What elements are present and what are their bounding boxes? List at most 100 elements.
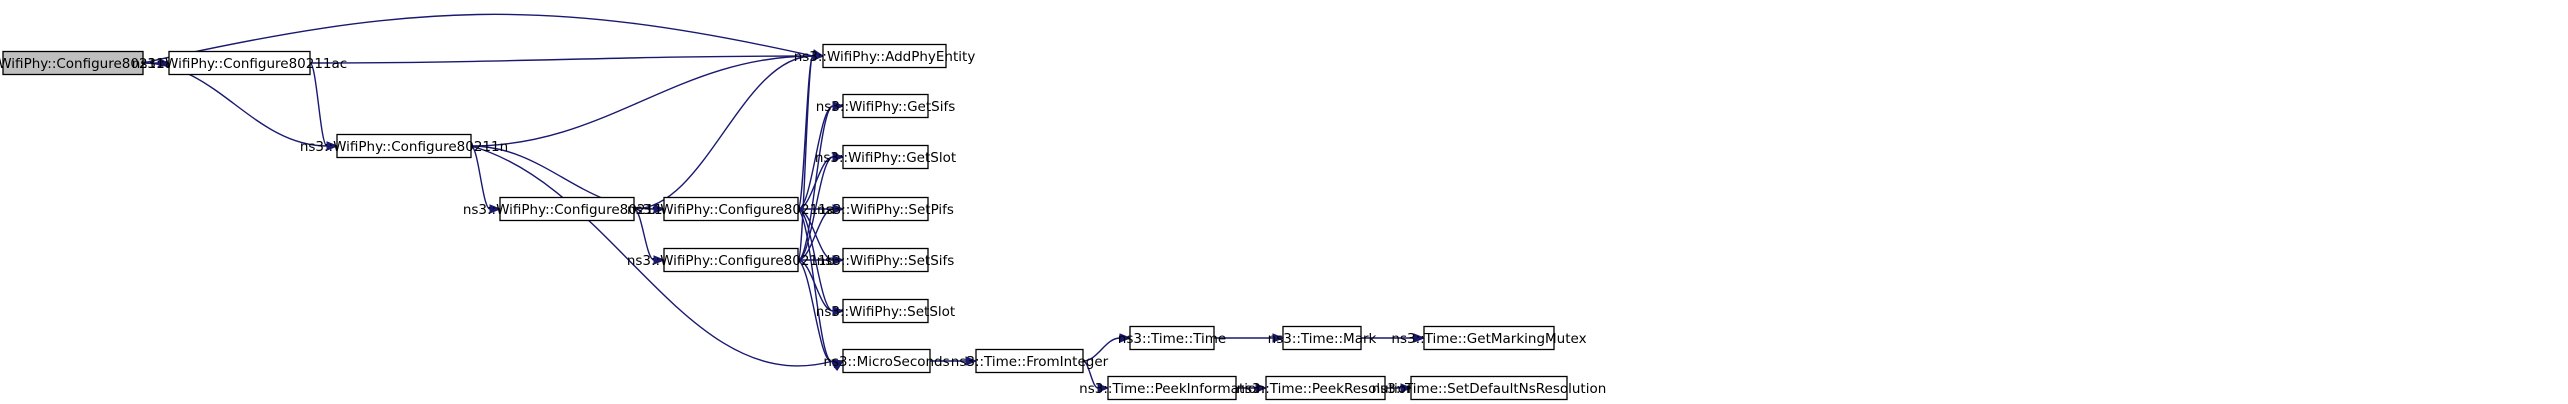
- edge-c80211b-to-getsifs: [797, 101, 845, 261]
- node-c80211n[interactable]: ns3::WifiPhy::Configure80211n: [300, 133, 508, 159]
- node-label: ns3::Time::Mark: [1268, 331, 1377, 347]
- node-fromint[interactable]: ns3::Time::FromInteger: [951, 348, 1109, 374]
- node-label: ns3::WifiPhy::Configure80211ac: [132, 56, 347, 72]
- edge-c80211ax-to-c80211n: [142, 62, 339, 151]
- edge-line: [797, 259, 834, 312]
- node-box: [168, 50, 311, 76]
- edge-c80211b-to-setsifs: [798, 255, 845, 265]
- node-mark[interactable]: ns3::Time::Mark: [1268, 325, 1377, 351]
- edge-time-to-mark: [1213, 333, 1285, 343]
- node-box: [499, 196, 635, 222]
- node-peekres[interactable]: ns3::Time::PeekResolution: [1236, 375, 1415, 401]
- node-c80211b[interactable]: ns3::WifiPhy::Configure80211b: [627, 247, 835, 273]
- edge-peekres-to-setdef: [1384, 383, 1413, 393]
- node-label: ns3::WifiPhy::Configure80211g: [463, 202, 671, 218]
- arrowhead-icon: [1119, 333, 1132, 343]
- node-label: ns3::WifiPhy::GetSlot: [815, 150, 956, 166]
- edge-fromint-to-peekinfo: [1082, 360, 1110, 393]
- node-label: ns3::WifiPhy::Configure80211ax: [0, 56, 181, 72]
- node-box: [822, 43, 947, 69]
- edge-line: [470, 145, 491, 210]
- edge-fromint-to-time: [1082, 333, 1132, 362]
- node-label: ns3::WifiPhy::Configure80211a: [627, 202, 835, 218]
- edge-line: [633, 55, 814, 210]
- node-box: [2, 50, 144, 76]
- node-label: ns3::Time::PeekResolution: [1236, 381, 1414, 397]
- node-time[interactable]: ns3::Time::Time: [1118, 325, 1226, 351]
- edge-line: [797, 259, 834, 362]
- node-box: [663, 247, 799, 273]
- edge-c80211b-to-setpifs: [797, 204, 845, 261]
- node-setslot[interactable]: ns3::WifiPhy::SetSlot: [816, 298, 955, 324]
- node-box: [975, 348, 1084, 374]
- node-getmutex[interactable]: ns3::Time::GetMarkingMutex: [1391, 325, 1587, 351]
- node-box: [842, 298, 929, 324]
- edge-line: [470, 145, 834, 367]
- node-setpifs[interactable]: ns3::WifiPhy::SetPifs: [817, 196, 954, 222]
- edge-micro-to-fromint: [930, 356, 978, 366]
- edge-c80211ac-to-c80211n: [309, 62, 339, 151]
- node-label: ns3::MicroSeconds: [823, 354, 949, 370]
- node-box: [842, 93, 929, 119]
- arrowhead-icon: [832, 204, 845, 214]
- edge-c80211n-to-c80211g: [470, 145, 502, 214]
- edge-c80211a-to-micro: [797, 208, 845, 371]
- arrowhead-icon: [326, 141, 339, 151]
- node-setsifs[interactable]: ns3::WifiPhy::SetSifs: [817, 247, 955, 273]
- arrowhead-icon: [965, 356, 978, 366]
- edge-c80211b-to-getslot: [797, 152, 845, 261]
- arrowhead-icon: [832, 101, 845, 111]
- arrowhead-icon: [653, 255, 666, 265]
- node-label: ns3::Time::GetMarkingMutex: [1391, 331, 1586, 347]
- node-micro[interactable]: ns3::MicroSeconds: [823, 348, 950, 374]
- node-label: ns3::Time::Time: [1118, 331, 1226, 347]
- node-label: ns3::WifiPhy::GetSifs: [816, 99, 956, 115]
- node-c80211ax[interactable]: ns3::WifiPhy::Configure80211ax: [0, 50, 181, 76]
- edge-c80211ac-to-addphy: [309, 51, 825, 64]
- arrowhead-icon: [831, 360, 845, 371]
- arrowhead-icon: [489, 204, 502, 214]
- node-box: [842, 144, 929, 170]
- edge-line: [633, 208, 655, 261]
- call-edges: [142, 13, 1426, 393]
- node-addphy[interactable]: ns3::WifiPhy::AddPhyEntity: [794, 43, 976, 69]
- node-label: ns3::Time::FromInteger: [951, 354, 1109, 370]
- arrowhead-icon: [832, 152, 845, 162]
- edge-c80211g-to-c80211b: [633, 208, 666, 265]
- node-box: [842, 196, 929, 222]
- arrowhead-icon: [832, 306, 845, 316]
- node-c80211g[interactable]: ns3::WifiPhy::Configure80211g: [463, 196, 671, 222]
- node-getslot[interactable]: ns3::WifiPhy::GetSlot: [815, 144, 956, 170]
- arrowhead-icon: [1097, 383, 1110, 393]
- node-label: ns3::WifiPhy::Configure80211n: [300, 139, 508, 155]
- node-label: ns3::WifiPhy::SetPifs: [817, 202, 954, 218]
- node-box: [1107, 375, 1237, 401]
- edge-line: [470, 55, 814, 147]
- node-c80211ac[interactable]: ns3::WifiPhy::Configure80211ac: [132, 50, 347, 76]
- arrowhead-icon: [832, 255, 845, 265]
- edge-line: [1082, 337, 1121, 362]
- node-box: [663, 196, 799, 222]
- node-getsifs[interactable]: ns3::WifiPhy::GetSifs: [816, 93, 956, 119]
- edge-line: [797, 156, 834, 261]
- edge-line: [309, 62, 328, 147]
- node-label: ns3::Time::PeekInformation: [1079, 381, 1265, 397]
- edge-c80211g-to-addphy: [633, 51, 825, 210]
- node-box: [1423, 325, 1555, 351]
- node-peekinfo[interactable]: ns3::Time::PeekInformation: [1079, 375, 1265, 401]
- node-box: [842, 247, 929, 273]
- node-box: [1265, 375, 1386, 401]
- arrowhead-icon: [812, 51, 825, 61]
- node-box: [336, 133, 472, 159]
- edge-c80211b-to-addphy: [797, 51, 825, 261]
- edge-peekinfo-to-peekres: [1235, 383, 1268, 393]
- arrowhead-icon: [1272, 333, 1285, 343]
- edge-line: [1082, 360, 1099, 389]
- node-setdef[interactable]: ns3::Time::SetDefaultNsResolution: [1372, 375, 1607, 401]
- node-box: [1282, 325, 1362, 351]
- arrowhead-icon: [1413, 333, 1426, 343]
- node-c80211a[interactable]: ns3::WifiPhy::Configure80211a: [627, 196, 835, 222]
- arrowhead-icon: [1255, 383, 1268, 393]
- edge-line: [309, 55, 814, 64]
